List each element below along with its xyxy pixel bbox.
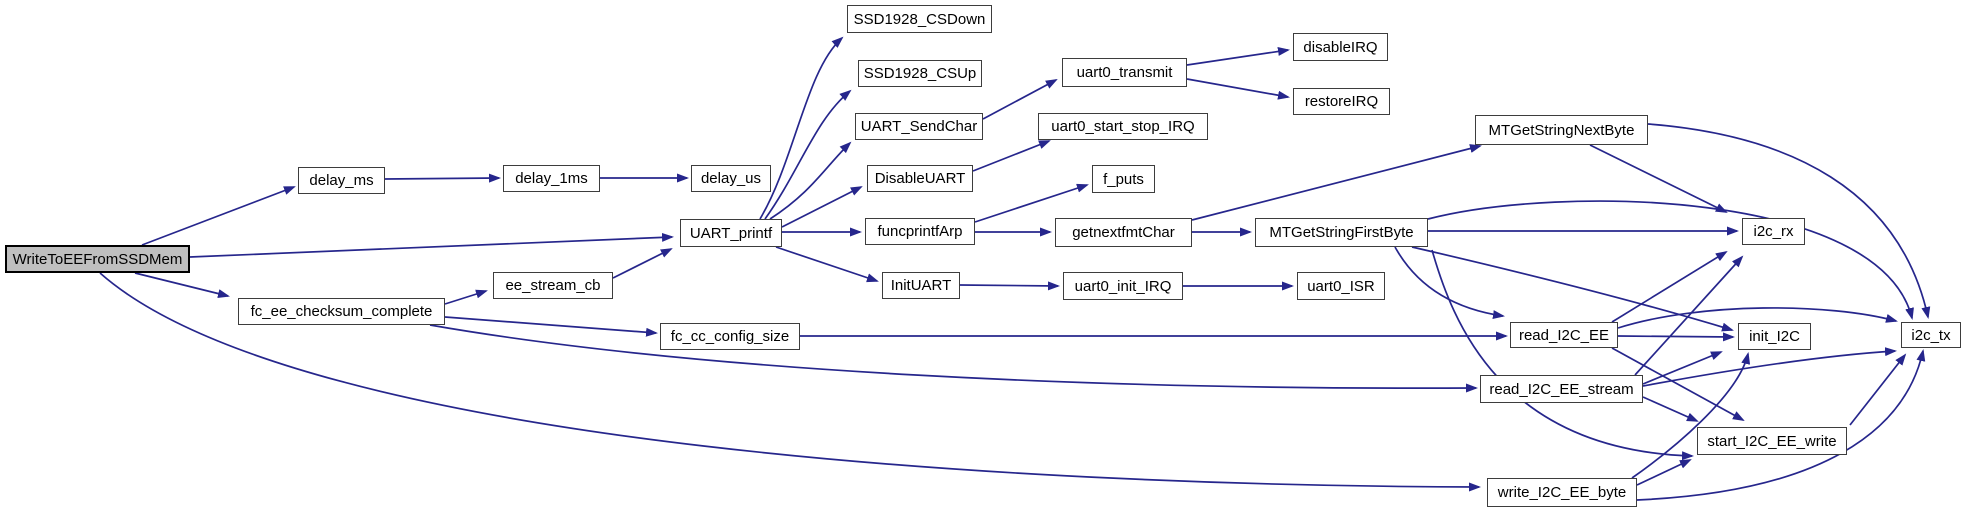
edge-ee_stream_cb-to-UART_printf [612,248,673,279]
edge-WriteToEEFromSSDMem-to-delay_ms [141,186,296,246]
edge-WriteToEEFromSSDMem-to-fc_ee_checksum_complete [134,272,230,298]
edge-UART_SendChar-to-uart0_transmit [982,79,1058,120]
edge-InitUART-to-uart0_init_IRQ [959,281,1060,291]
graph-node-delay_1ms[interactable]: delay_1ms [503,165,600,192]
edge-start_I2C_EE_write-to-i2c_tx [1849,353,1907,426]
edge-read_I2C_EE-to-init_I2C [1617,332,1735,342]
graph-node-uart0_ISR[interactable]: uart0_ISR [1297,272,1385,300]
edge-MTGetStringFirstByte-to-start_I2C_EE_write [1431,249,1694,461]
edge-uart0_transmit-to-disableIRQ [1186,47,1290,66]
graph-node-fc_cc_config_size[interactable]: fc_cc_config_size [660,323,800,350]
graph-node-delay_us[interactable]: delay_us [691,165,771,192]
graph-node-UART_printf[interactable]: UART_printf [680,219,782,247]
graph-node-MTGetStringFirstByte[interactable]: MTGetStringFirstByte [1255,218,1428,247]
edge-read_I2C_EE-to-start_I2C_EE_write [1611,347,1745,421]
edge-write_I2C_EE_byte-to-i2c_tx [1636,349,1926,501]
graph-node-start_I2C_EE_write[interactable]: start_I2C_EE_write [1697,427,1847,455]
graph-node-f_puts[interactable]: f_puts [1092,165,1155,193]
edge-read_I2C_EE_stream-to-i2c_tx [1642,347,1897,387]
graph-node-WriteToEEFromSSDMem: WriteToEEFromSSDMem [5,245,190,273]
graph-node-uart0_transmit[interactable]: uart0_transmit [1062,58,1187,87]
graph-node-MTGetStringNextByte[interactable]: MTGetStringNextByte [1475,115,1648,145]
graph-node-read_I2C_EE_stream[interactable]: read_I2C_EE_stream [1480,375,1643,403]
graph-node-getnextfmtChar[interactable]: getnextfmtChar [1055,218,1192,247]
edge-delay_ms-to-delay_1ms [384,173,501,183]
edge-UART_printf-to-DisableUART [781,186,863,228]
graph-node-uart0_start_stop_IRQ[interactable]: uart0_start_stop_IRQ [1038,113,1208,140]
graph-node-disableIRQ[interactable]: disableIRQ [1293,33,1388,61]
edge-uart0_transmit-to-restoreIRQ [1186,78,1290,100]
edge-fc_ee_checksum_complete-to-fc_cc_config_size [444,316,658,337]
edge-MTGetStringNextByte-to-i2c_tx [1647,123,1931,319]
edge-WriteToEEFromSSDMem-to-write_I2C_EE_byte [99,272,1481,492]
graph-node-write_I2C_EE_byte[interactable]: write_I2C_EE_byte [1487,478,1637,507]
graph-node-i2c_tx[interactable]: i2c_tx [1901,322,1961,348]
graph-node-UART_SendChar[interactable]: UART_SendChar [855,113,983,140]
edge-MTGetStringFirstByte-to-read_I2C_EE [1394,246,1505,320]
edge-fc_ee_checksum_complete-to-read_I2C_EE_stream [429,324,1478,393]
graph-node-read_I2C_EE[interactable]: read_I2C_EE [1510,322,1618,348]
graph-node-i2c_rx[interactable]: i2c_rx [1742,218,1805,245]
edge-WriteToEEFromSSDMem-to-UART_printf [189,232,674,258]
edge-UART_printf-to-SSD1928_CSUp [764,89,852,220]
graph-node-restoreIRQ[interactable]: restoreIRQ [1293,88,1390,115]
graph-node-ee_stream_cb[interactable]: ee_stream_cb [493,272,613,299]
edge-DisableUART-to-uart0_start_stop_IRQ [972,140,1051,172]
edge-fc_ee_checksum_complete-to-ee_stream_cb [444,289,488,305]
edge-write_I2C_EE_byte-to-init_I2C [1631,352,1751,479]
edge-read_I2C_EE-to-i2c_tx [1617,307,1898,329]
graph-node-SSD1928_CSUp[interactable]: SSD1928_CSUp [858,60,982,87]
edge-getnextfmtChar-to-MTGetStringNextByte [1191,144,1482,221]
edge-read_I2C_EE_stream-to-i2c_rx [1634,255,1744,376]
edge-MTGetStringFirstByte-to-init_I2C [1411,246,1734,332]
graph-node-DisableUART[interactable]: DisableUART [867,165,973,192]
edge-funcprintfArp-to-f_puts [974,183,1089,223]
edge-write_I2C_EE_byte-to-start_I2C_EE_write [1636,459,1692,486]
edge-MTGetStringNextByte-to-i2c_rx [1589,144,1728,213]
graph-node-init_I2C[interactable]: init_I2C [1738,323,1811,350]
graph-node-funcprintfArp[interactable]: funcprintfArp [865,218,975,245]
edge-UART_printf-to-UART_SendChar [769,141,852,220]
edge-MTGetStringFirstByte-to-i2c_tx [1427,200,1914,320]
graph-node-fc_ee_checksum_complete[interactable]: fc_ee_checksum_complete [238,298,445,325]
graph-node-uart0_init_IRQ[interactable]: uart0_init_IRQ [1063,272,1183,300]
edge-UART_printf-to-SSD1928_CSDown [759,36,844,220]
graph-node-SSD1928_CSDown[interactable]: SSD1928_CSDown [847,5,992,33]
edge-read_I2C_EE-to-i2c_rx [1611,250,1728,323]
graph-node-delay_ms[interactable]: delay_ms [298,167,385,194]
graph-node-InitUART[interactable]: InitUART [882,272,960,299]
edge-UART_printf-to-InitUART [775,246,879,283]
edge-read_I2C_EE_stream-to-start_I2C_EE_write [1642,396,1699,422]
edge-read_I2C_EE_stream-to-init_I2C [1642,351,1723,385]
